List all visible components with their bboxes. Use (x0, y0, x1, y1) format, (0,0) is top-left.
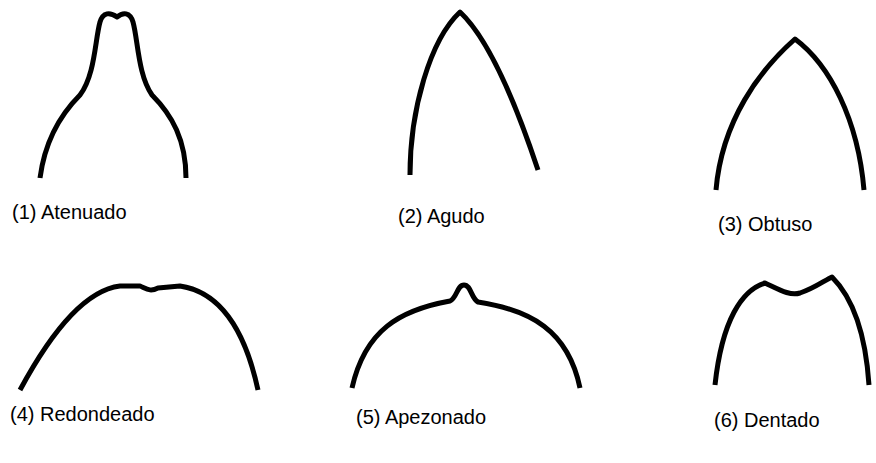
shape-label: (3) Obtuso (718, 212, 812, 236)
attenuated-apex (40, 14, 186, 178)
shape-label: (4) Redondeado (10, 402, 155, 426)
obtuse-apex (716, 39, 864, 190)
shape-label: (6) Dentado (714, 408, 820, 432)
rounded-apex (20, 286, 258, 390)
acute-apex (410, 12, 538, 175)
dentate-apex (715, 277, 869, 385)
shape-label: (1) Atenuado (12, 200, 127, 224)
shape-label: (2) Agudo (398, 204, 485, 228)
mucronate-apex (352, 285, 580, 388)
shape-label: (5) Apezonado (356, 405, 486, 429)
